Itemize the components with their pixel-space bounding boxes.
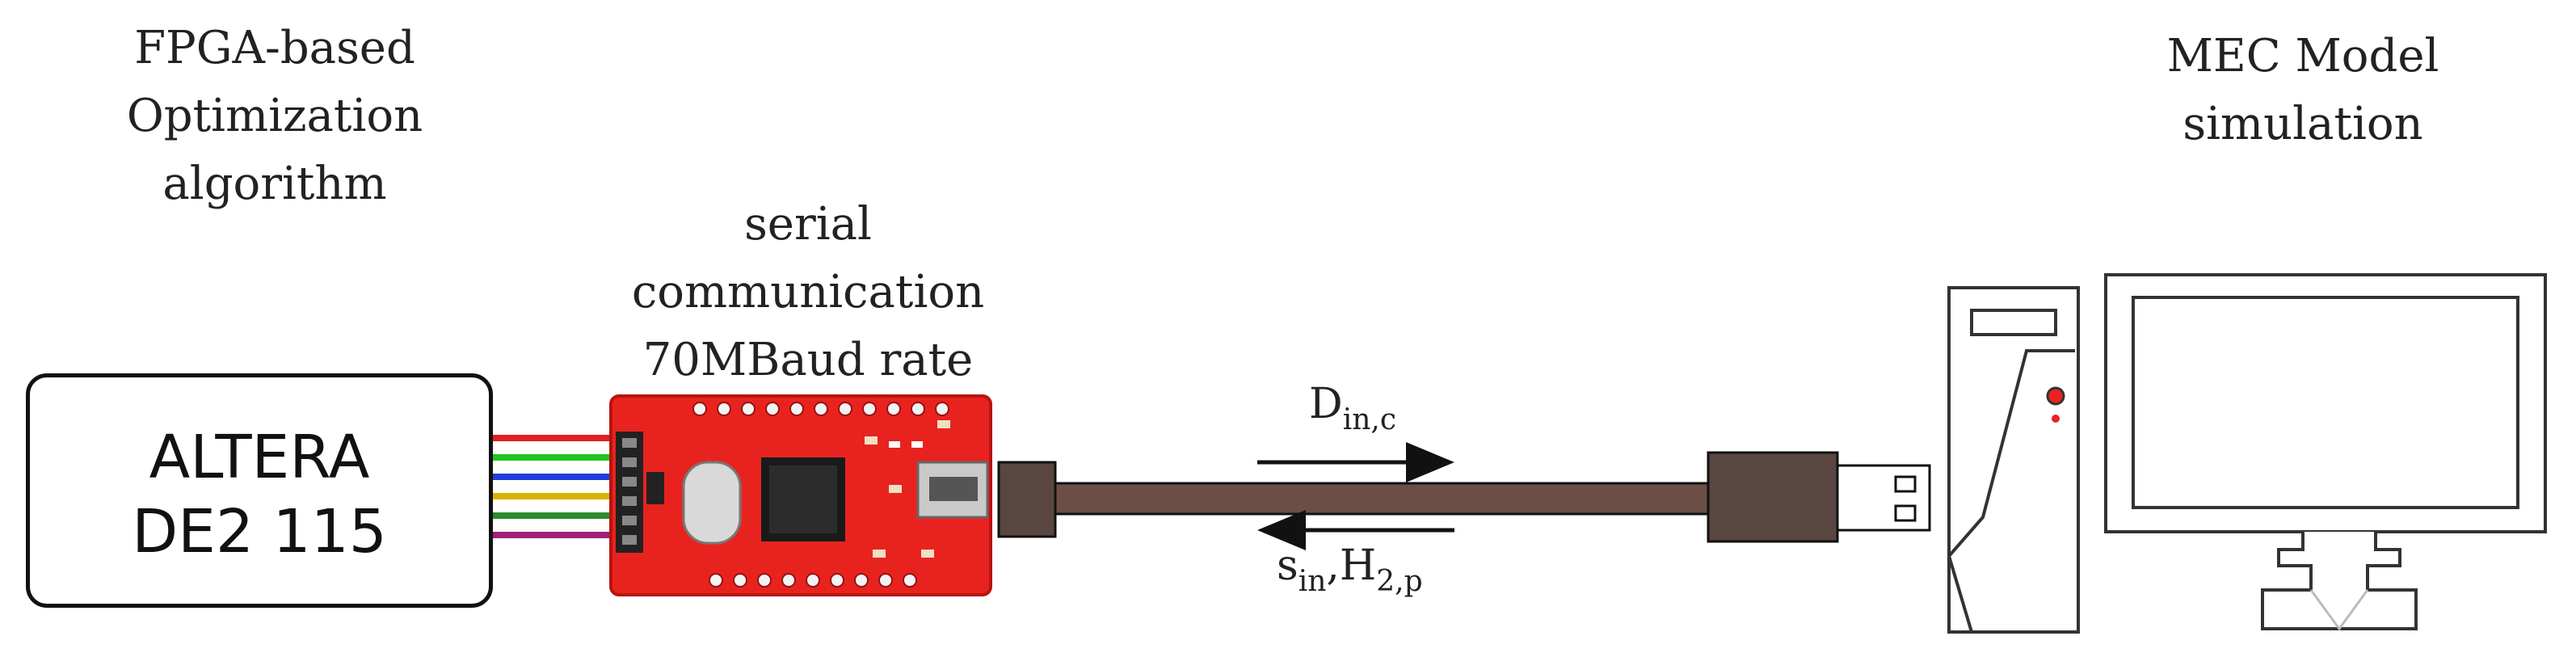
fpga-label: FPGA-based Optimization algorithm xyxy=(105,15,444,218)
mec-label-line-1: MEC Model xyxy=(2166,30,2439,82)
backward-signal-sub-1: in xyxy=(1298,565,1327,598)
fpga-label-line-2: Optimization xyxy=(126,90,423,142)
backward-signal-sub-2: 2,p xyxy=(1376,565,1423,598)
serial-label-line-1: serial xyxy=(744,198,872,251)
backward-signal-label: sin,H2,p xyxy=(1277,541,1423,598)
fpga-board-label-line-1: ALTERA xyxy=(149,423,370,492)
serial-label-line-2: communication xyxy=(631,266,985,318)
usb-cable xyxy=(997,461,1710,538)
forward-signal-label: Din,c xyxy=(1309,380,1396,436)
serial-label: serial communication 70MBaud rate xyxy=(614,191,1002,394)
usb-plug-icon xyxy=(1707,451,1931,543)
fpga-board-label-line-2: DE2 115 xyxy=(132,497,387,567)
fpga-label-line-3: algorithm xyxy=(162,158,387,210)
monitor-icon xyxy=(2104,273,2547,631)
wire-bundle xyxy=(493,435,617,538)
mec-label: MEC Model simulation xyxy=(2133,23,2473,158)
serial-label-line-3: 70MBaud rate xyxy=(642,334,974,386)
usb-serial-adapter-icon xyxy=(609,394,992,596)
backward-signal-base: s xyxy=(1277,541,1299,590)
mec-label-line-2: simulation xyxy=(2182,98,2423,150)
pc-tower-icon xyxy=(1947,286,2080,634)
forward-signal-sub: in,c xyxy=(1342,403,1397,436)
fpga-board-label: ALTERA DE2 115 xyxy=(26,420,493,569)
forward-signal-base: D xyxy=(1309,380,1343,428)
backward-signal-sep: ,H xyxy=(1326,541,1377,590)
fpga-board-box xyxy=(26,373,493,608)
fpga-label-line-1: FPGA-based xyxy=(134,22,415,74)
